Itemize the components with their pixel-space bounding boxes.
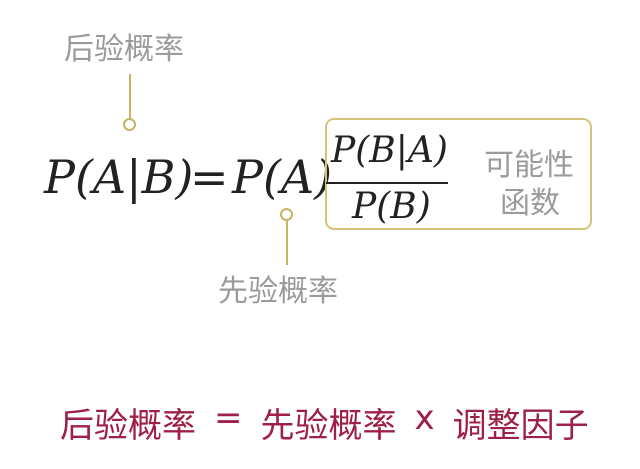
posterior-connector-dot <box>123 118 136 131</box>
formula-lhs: P(A|B) <box>44 150 194 204</box>
posterior-connector-line <box>129 74 131 118</box>
fraction-bar <box>326 182 448 184</box>
summary-equals: = <box>214 398 243 438</box>
summary-times: x <box>414 398 435 438</box>
likelihood-label-line2: 函数 <box>500 186 560 221</box>
likelihood-label-line1: 可能性 <box>484 148 574 183</box>
likelihood-box <box>325 118 592 230</box>
summary-equation: 后验概率 = 先验概率 x 调整因子 <box>60 398 589 447</box>
formula-numerator: P(B|A) <box>331 130 448 171</box>
formula-prior-term: P(A) <box>232 150 333 204</box>
formula-denominator: P(B) <box>352 186 431 227</box>
formula-equals: = <box>190 150 229 204</box>
summary-factor: 调整因子 <box>452 406 589 446</box>
summary-prior: 先验概率 <box>260 406 397 446</box>
posterior-label: 后验概率 <box>64 32 184 67</box>
prior-connector-dot <box>280 208 293 221</box>
prior-connector-line <box>286 221 288 265</box>
prior-label: 先验概率 <box>218 274 338 309</box>
summary-posterior: 后验概率 <box>60 406 196 446</box>
